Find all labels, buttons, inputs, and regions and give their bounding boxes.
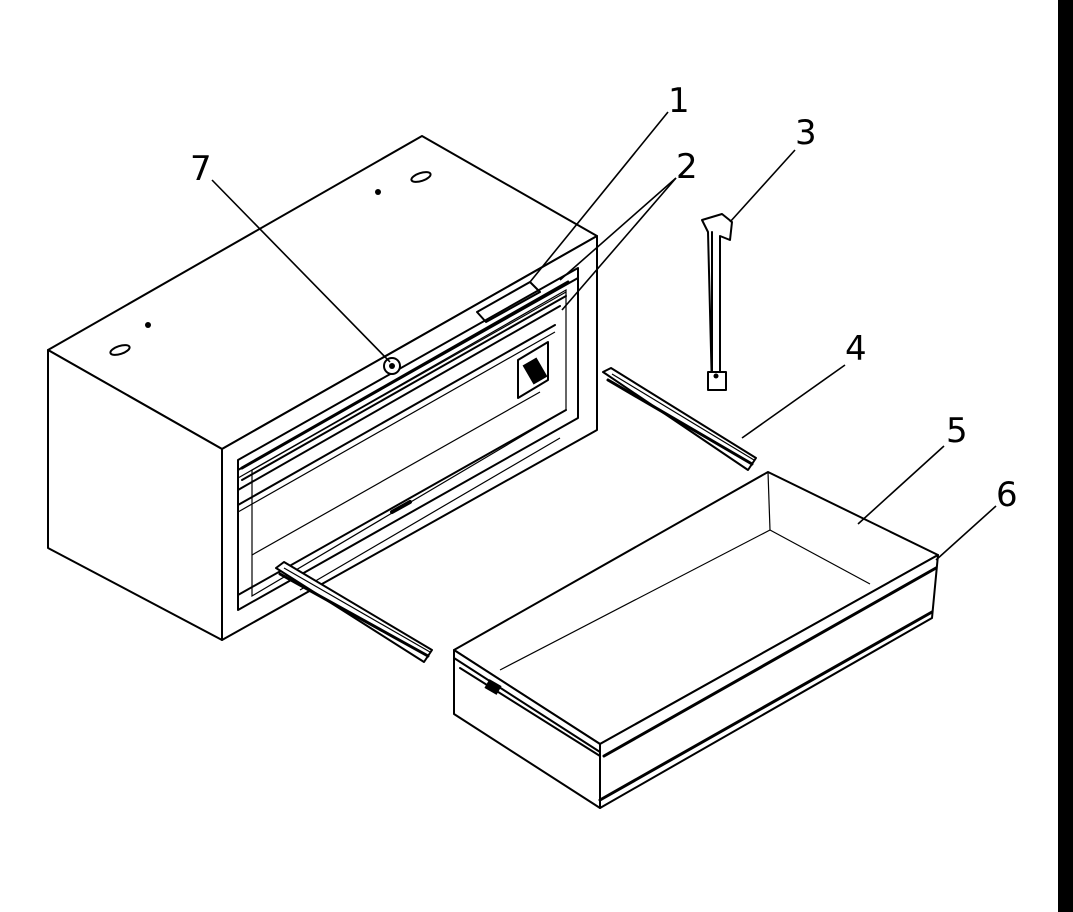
callout-1: 1 — [668, 81, 690, 121]
leader-4 — [741, 364, 846, 439]
callout-labels: 1 2 3 4 5 6 7 — [190, 81, 1018, 515]
callout-leaders — [211, 111, 997, 561]
drawer-slide-left — [275, 561, 433, 663]
leader-5 — [857, 445, 945, 525]
callout-2: 2 — [676, 147, 698, 187]
leader-7 — [211, 179, 391, 363]
tool-chest-cabinet — [47, 135, 598, 641]
leader-6 — [935, 505, 997, 561]
leader-2a — [559, 177, 677, 281]
leader-2b — [561, 177, 677, 311]
page-right-border — [1058, 0, 1073, 912]
drawer-slide-right — [602, 367, 757, 471]
leader-3 — [729, 149, 796, 223]
leader-1 — [529, 111, 669, 283]
callout-4: 4 — [845, 329, 867, 369]
drawer-box — [453, 471, 939, 809]
callout-5: 5 — [946, 411, 968, 451]
callout-3: 3 — [795, 113, 817, 153]
lock-bar-bracket — [701, 213, 733, 391]
callout-6: 6 — [996, 475, 1018, 515]
callout-7: 7 — [190, 149, 212, 189]
